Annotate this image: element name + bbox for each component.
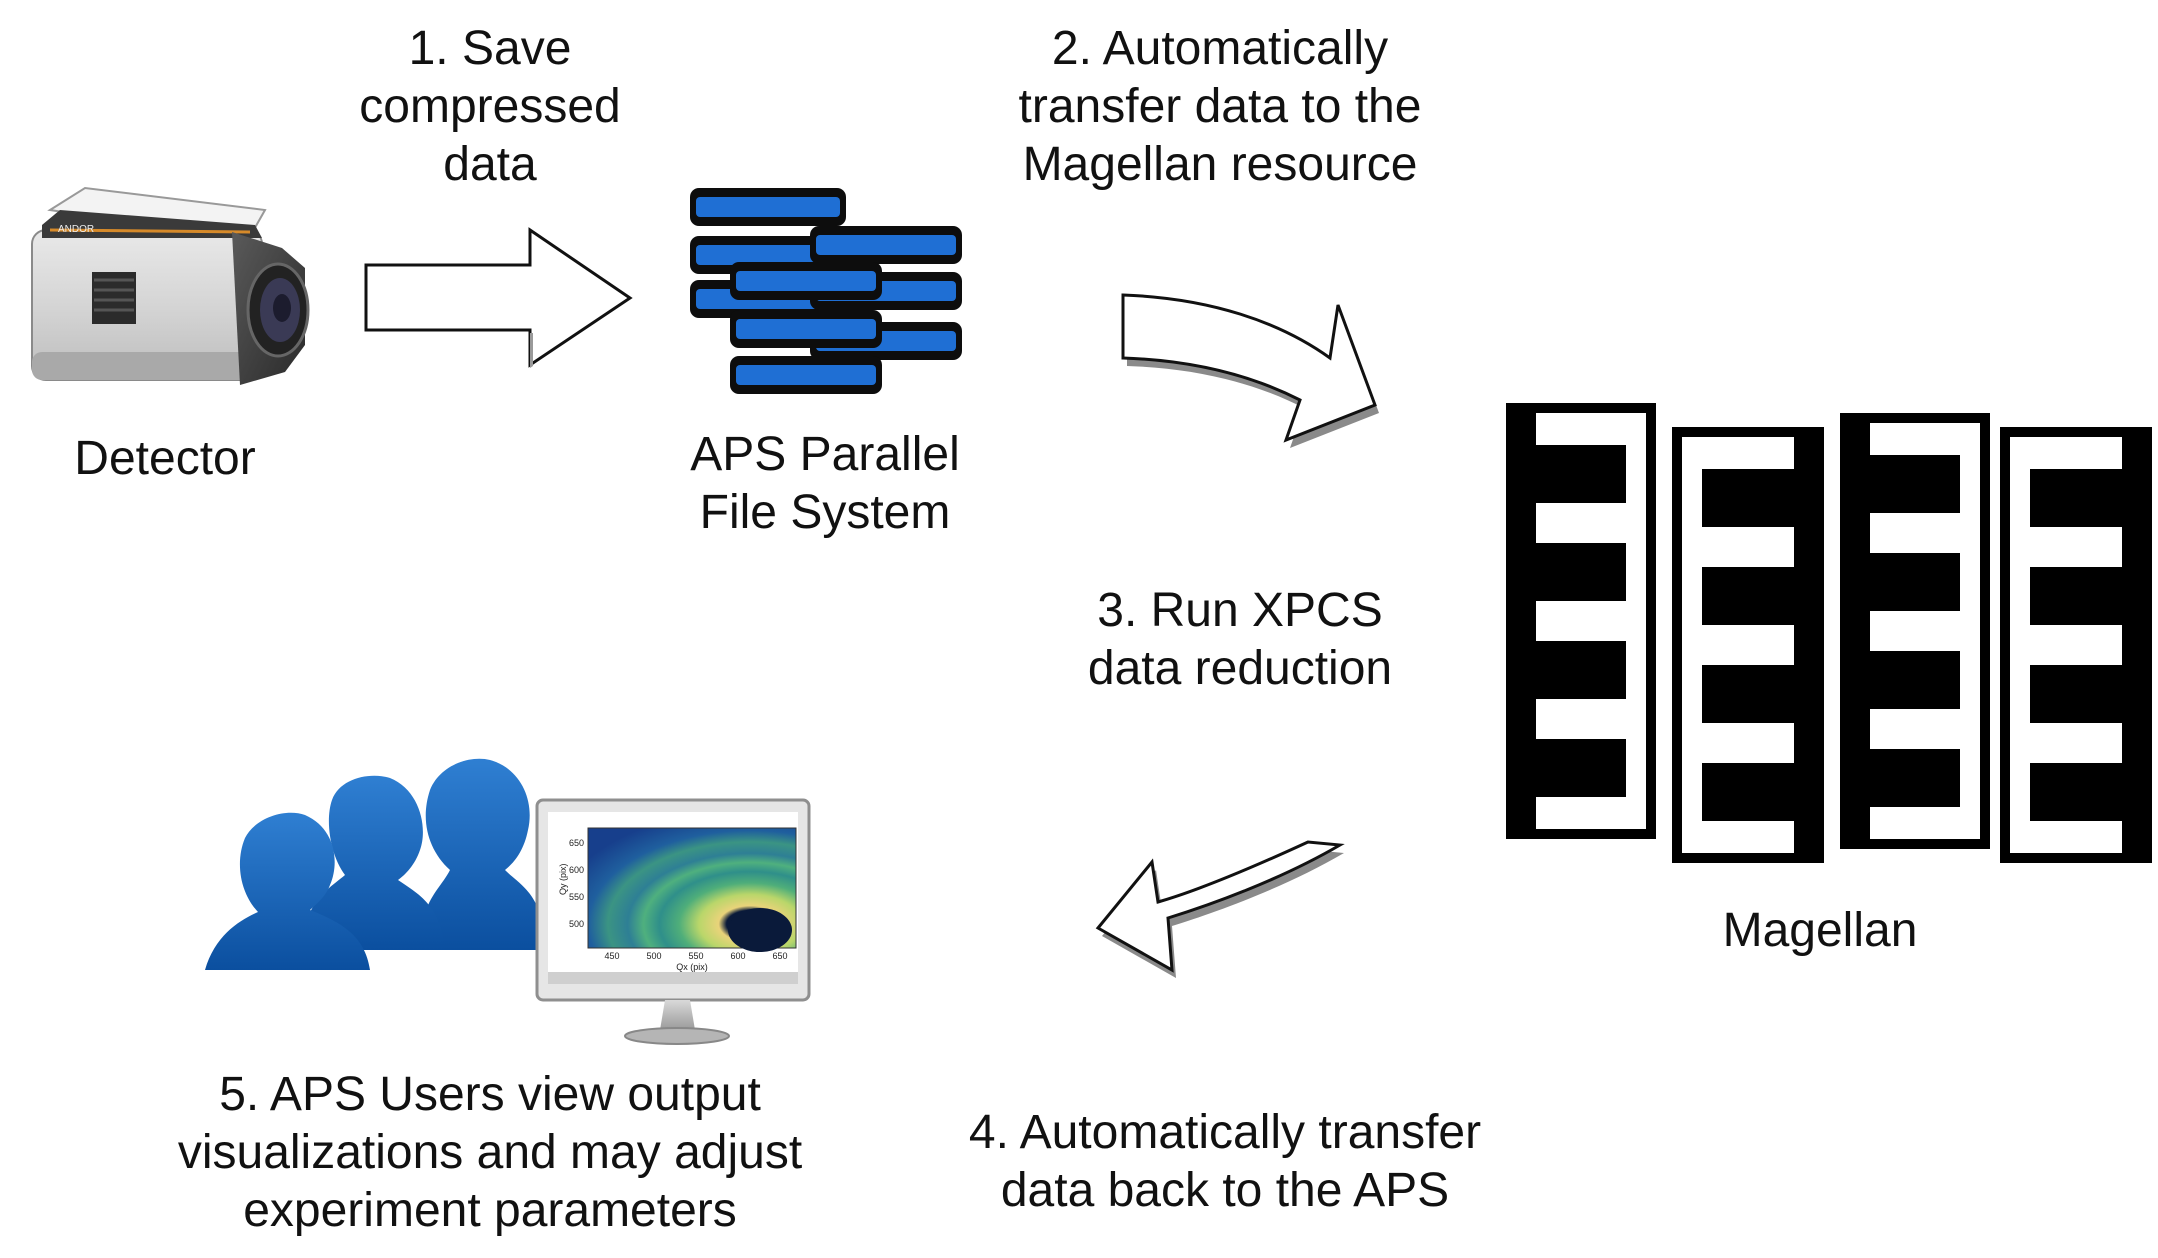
monitor-plot-y-ticks: 650 600 550 500: [569, 838, 584, 929]
server-rack: [2000, 427, 2152, 863]
detector-brand: ANDOR: [58, 224, 94, 235]
step5-line1: 5. APS Users view output: [219, 1068, 761, 1121]
disk: [690, 188, 846, 226]
step4-line1: 4. Automatically transfer: [968, 1106, 1482, 1159]
server-rack: [1672, 427, 1824, 863]
step3-line1: 3. Run XPCS: [1097, 584, 1383, 637]
monitor-y-tick: 600: [569, 865, 584, 875]
step4-label: 4. Automatically transfer data back to t…: [935, 1104, 1515, 1220]
disk: [810, 226, 962, 264]
monitor-x-tick: 650: [772, 951, 787, 961]
arrow-step4: [1095, 840, 1345, 978]
detector-icon: ANDOR: [31, 186, 310, 385]
magellan-label: Magellan: [1700, 902, 1940, 960]
step1-label: 1. Save compressed data: [330, 20, 650, 194]
step1-line2: compressed: [359, 80, 621, 133]
arrow-step2: [1121, 293, 1379, 448]
monitor-x-tick: 600: [730, 951, 745, 961]
monitor-plot: [587, 827, 797, 952]
monitor-y-tick: 650: [569, 838, 584, 848]
monitor-plot-xlabel: Qx (pix): [676, 962, 708, 972]
disk: [730, 356, 882, 394]
monitor-plot-x-ticks: 450 500 550 600 650: [604, 951, 787, 961]
monitor-y-tick: 550: [569, 892, 584, 902]
detector-label-text: Detector: [74, 432, 256, 485]
step2-label: 2. Automatically transfer data to the Ma…: [970, 20, 1470, 194]
users-icon: [205, 758, 545, 970]
file-system-disks-icon: [690, 188, 962, 394]
step5-line2: visualizations and may adjust: [177, 1126, 803, 1179]
detector-label: Detector: [40, 430, 290, 488]
magellan-rack-icon: [1506, 403, 2152, 863]
step2-line2: transfer data to the: [1018, 80, 1422, 133]
disk: [730, 262, 882, 300]
step3-line2: data reduction: [1087, 642, 1393, 695]
step5-line3: experiment parameters: [243, 1184, 737, 1237]
server-rack: [1840, 413, 1990, 849]
monitor-plot-ylabel: Qy (pix): [558, 863, 568, 895]
step2-line3: Magellan resource: [1022, 138, 1418, 191]
monitor-y-tick: 500: [569, 919, 584, 929]
monitor-x-tick: 550: [688, 951, 703, 961]
step1-line1: 1. Save: [408, 22, 572, 75]
step2-line1: 2. Automatically: [1051, 22, 1389, 75]
step3-label: 3. Run XPCS data reduction: [1060, 582, 1420, 698]
detector-vent: [92, 272, 136, 324]
step4-line2: data back to the APS: [1000, 1164, 1450, 1217]
monitor-x-tick: 450: [604, 951, 619, 961]
monitor-x-tick: 500: [646, 951, 661, 961]
magellan-label-text: Magellan: [1722, 904, 1918, 957]
arrow-step1: [364, 227, 633, 368]
fs-line1: APS Parallel: [690, 428, 960, 481]
fs-line2: File System: [699, 486, 951, 539]
fs-label: APS Parallel File System: [660, 426, 990, 542]
disk: [730, 310, 882, 348]
step5-label: 5. APS Users view output visualizations …: [140, 1066, 840, 1240]
monitor-icon: 650 600 550 500 450 500 550 600 650 Qy (pix) Qx…: [535, 798, 811, 1045]
server-rack: [1506, 403, 1656, 839]
step1-line3: data: [443, 138, 537, 191]
